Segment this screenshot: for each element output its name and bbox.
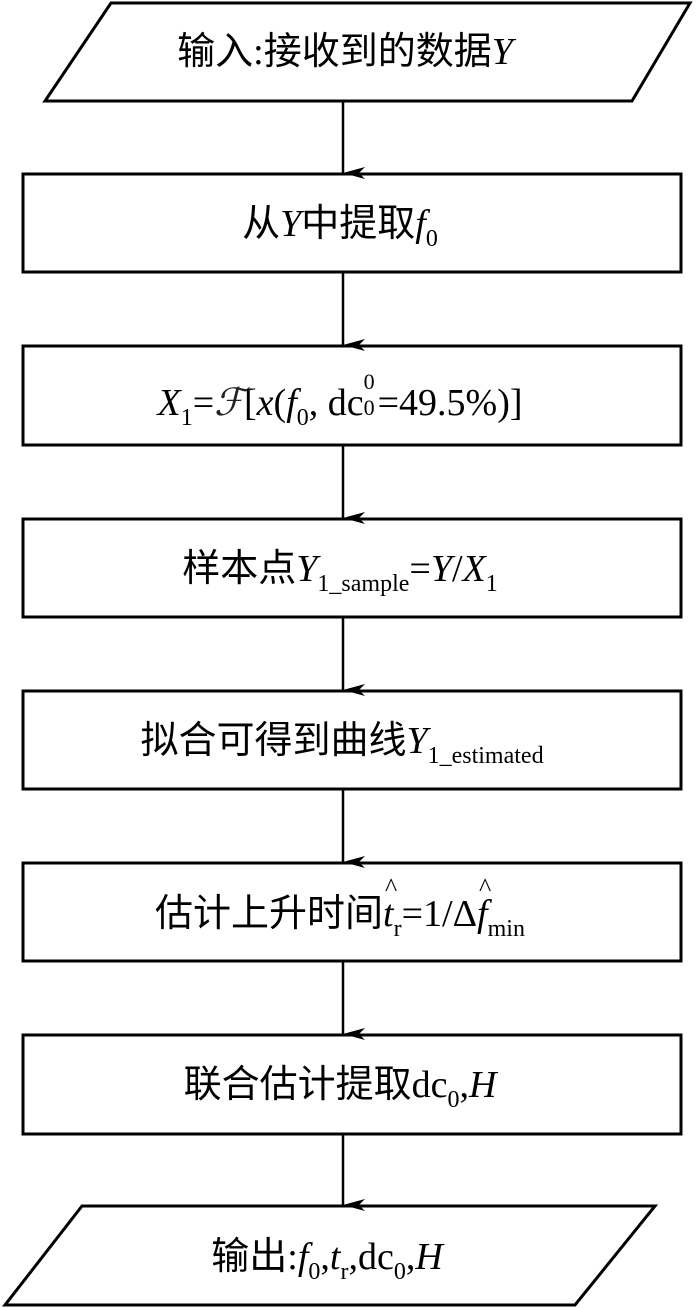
input-text: 输入:接收到的数据 <box>177 31 492 73</box>
step2-value: =49.5% <box>377 382 498 424</box>
step1-sub-b: 0 <box>425 226 438 252</box>
step2-bracket-open: [ <box>244 382 257 424</box>
step2-dc: dc <box>327 382 364 424</box>
step3-rhs-den: X <box>462 548 486 590</box>
step6-dc-sub: 0 <box>447 1087 460 1113</box>
output-t-sub: r <box>340 1259 349 1285</box>
step2-lhs-sub: 1 <box>180 405 193 431</box>
step5-label: 估计上升时间tr=1/Δfmin <box>0 875 690 941</box>
step2-close: )] <box>497 382 523 424</box>
step1-var-b: f <box>415 203 426 245</box>
fourier-operator: ℱ <box>214 380 244 424</box>
step2-x: x <box>256 382 274 424</box>
output-text: 输出 <box>211 1236 288 1278</box>
step3-text: 样本点 <box>182 548 297 590</box>
step4-text: 拟合可得到曲线 <box>140 720 407 762</box>
step5-var-hat: t <box>383 875 397 933</box>
step4-label: 拟合可得到曲线Y1_estimated <box>0 720 692 768</box>
step4-var: Y <box>406 720 428 762</box>
step6-label: 联合估计提取dc0,H <box>0 1064 690 1112</box>
step1-label: 从Y中提取f0 <box>0 203 690 251</box>
output-f-sub: 0 <box>308 1259 321 1285</box>
step3-eq: = <box>409 548 431 590</box>
step1-var-a: Y <box>280 203 302 245</box>
output-sep2: , <box>348 1236 358 1278</box>
input-label: 输入:接收到的数据Y <box>0 33 695 71</box>
input-parallelogram <box>42 1 693 103</box>
step4-var-sub: 1_estimated <box>427 743 544 769</box>
step3-var-sub: 1_sample <box>317 571 410 597</box>
output-dc: dc <box>357 1236 394 1278</box>
step1-text-a: 从 <box>242 203 281 245</box>
step3-var: Y <box>296 548 318 590</box>
input-var: Y <box>491 31 513 73</box>
step2-f: f <box>286 382 297 424</box>
output-var: H <box>415 1236 443 1278</box>
step3-label: 样本点Y1_sample=Y/X1 <box>0 548 690 596</box>
step3-slash: / <box>451 548 463 590</box>
step6-var: H <box>468 1064 497 1106</box>
output-label: 输出:f0,tr,dc0,H <box>0 1236 677 1284</box>
step5-rhs-var-hat: f <box>477 875 491 933</box>
output-t: t <box>329 1236 341 1278</box>
step2-dc-sub: 0 <box>363 395 375 420</box>
output-parallelogram <box>1 1204 659 1307</box>
step6-text: 联合估计提取 <box>183 1064 412 1106</box>
step2-dc-sup: 0 <box>363 369 375 394</box>
step2-eq: = <box>192 382 215 424</box>
step5-text: 估计上升时间 <box>155 893 384 935</box>
step6-dc: dc <box>411 1064 448 1106</box>
output-f: f <box>297 1236 309 1278</box>
step3-rhs-den-sub: 1 <box>485 571 498 597</box>
output-colon: : <box>287 1236 298 1278</box>
output-dc-sub: 0 <box>393 1259 406 1285</box>
step1-text-b: 中提取 <box>301 203 416 245</box>
step5-var-sub: r <box>393 916 402 942</box>
step2-paren-open: ( <box>273 382 287 424</box>
step3-rhs-num: Y <box>430 548 452 590</box>
step2-f-sub: 0 <box>296 405 309 431</box>
step5-rhs: =1/Δ <box>401 893 478 935</box>
step6-sep: , <box>459 1064 469 1106</box>
step2-comma: , <box>308 382 319 424</box>
step5-rhs-sub: min <box>487 916 525 942</box>
output-sep1: , <box>320 1236 330 1278</box>
step2-lhs: X <box>157 382 181 424</box>
output-sep3: , <box>405 1236 416 1278</box>
